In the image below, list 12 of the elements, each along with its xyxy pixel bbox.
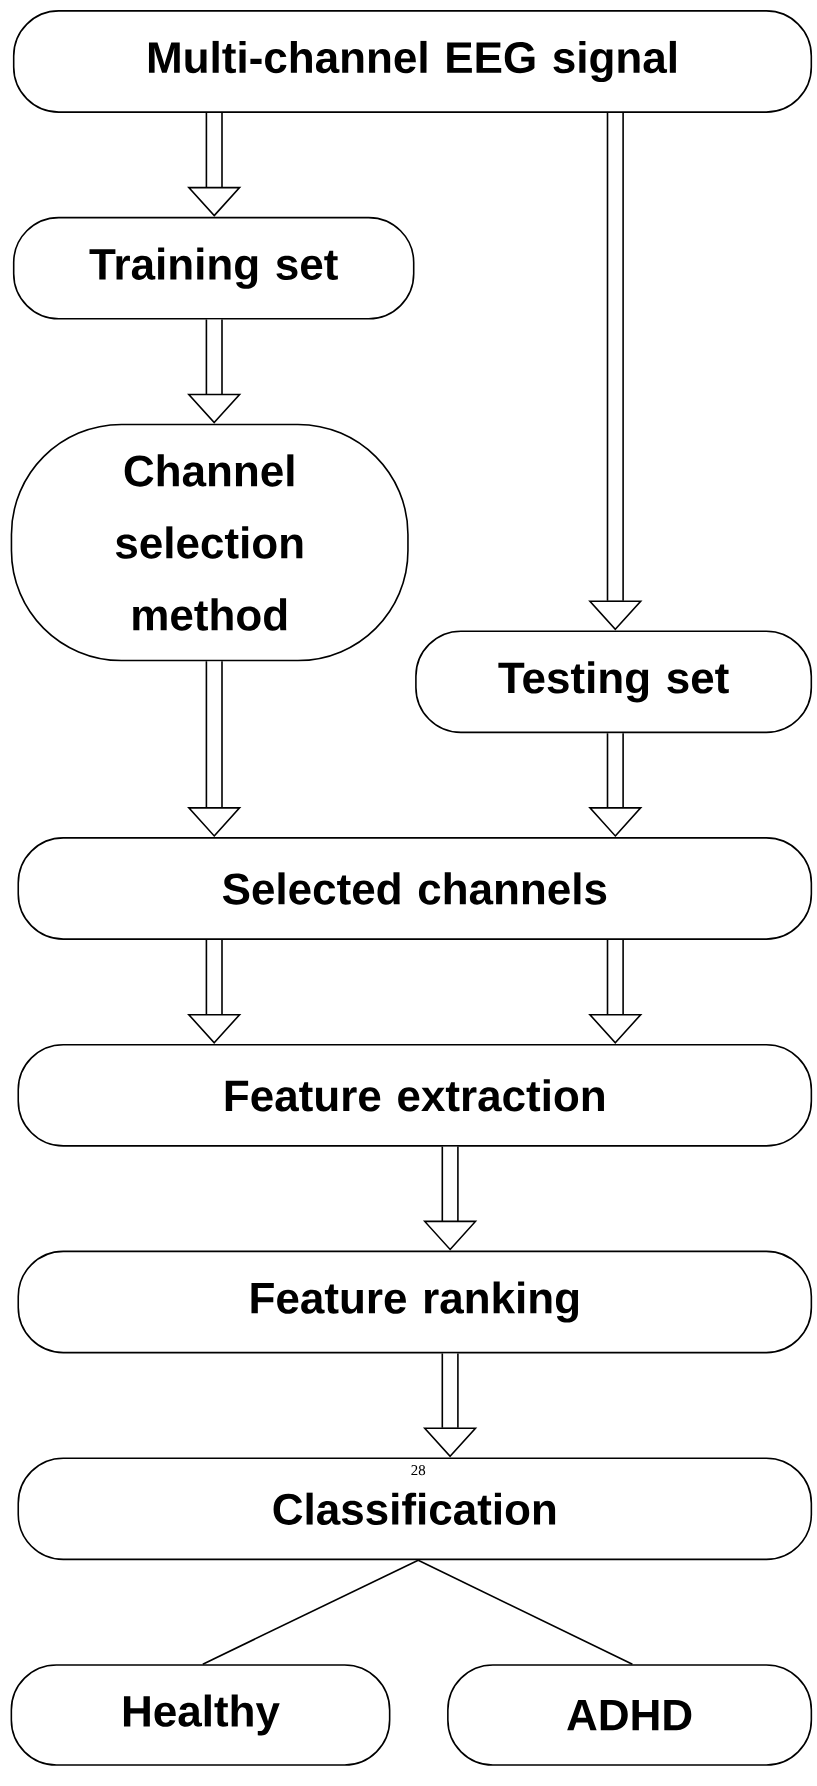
connector-line	[417, 1559, 634, 1665]
process-box: Selected channels	[17, 837, 813, 940]
page-number: 28	[411, 1465, 426, 1476]
process-box: Feature ranking	[17, 1250, 813, 1354]
process-box: Feature extraction	[17, 1043, 813, 1147]
process-box: Channel selection method	[10, 423, 409, 662]
process-box: Multi-channel EEG signal	[12, 10, 813, 113]
connector-line	[202, 1559, 419, 1665]
process-box: Training set	[12, 216, 415, 320]
process-box: Testing set	[415, 630, 813, 734]
process-box: Healthy	[10, 1664, 391, 1766]
process-box: ADHD	[447, 1664, 813, 1766]
